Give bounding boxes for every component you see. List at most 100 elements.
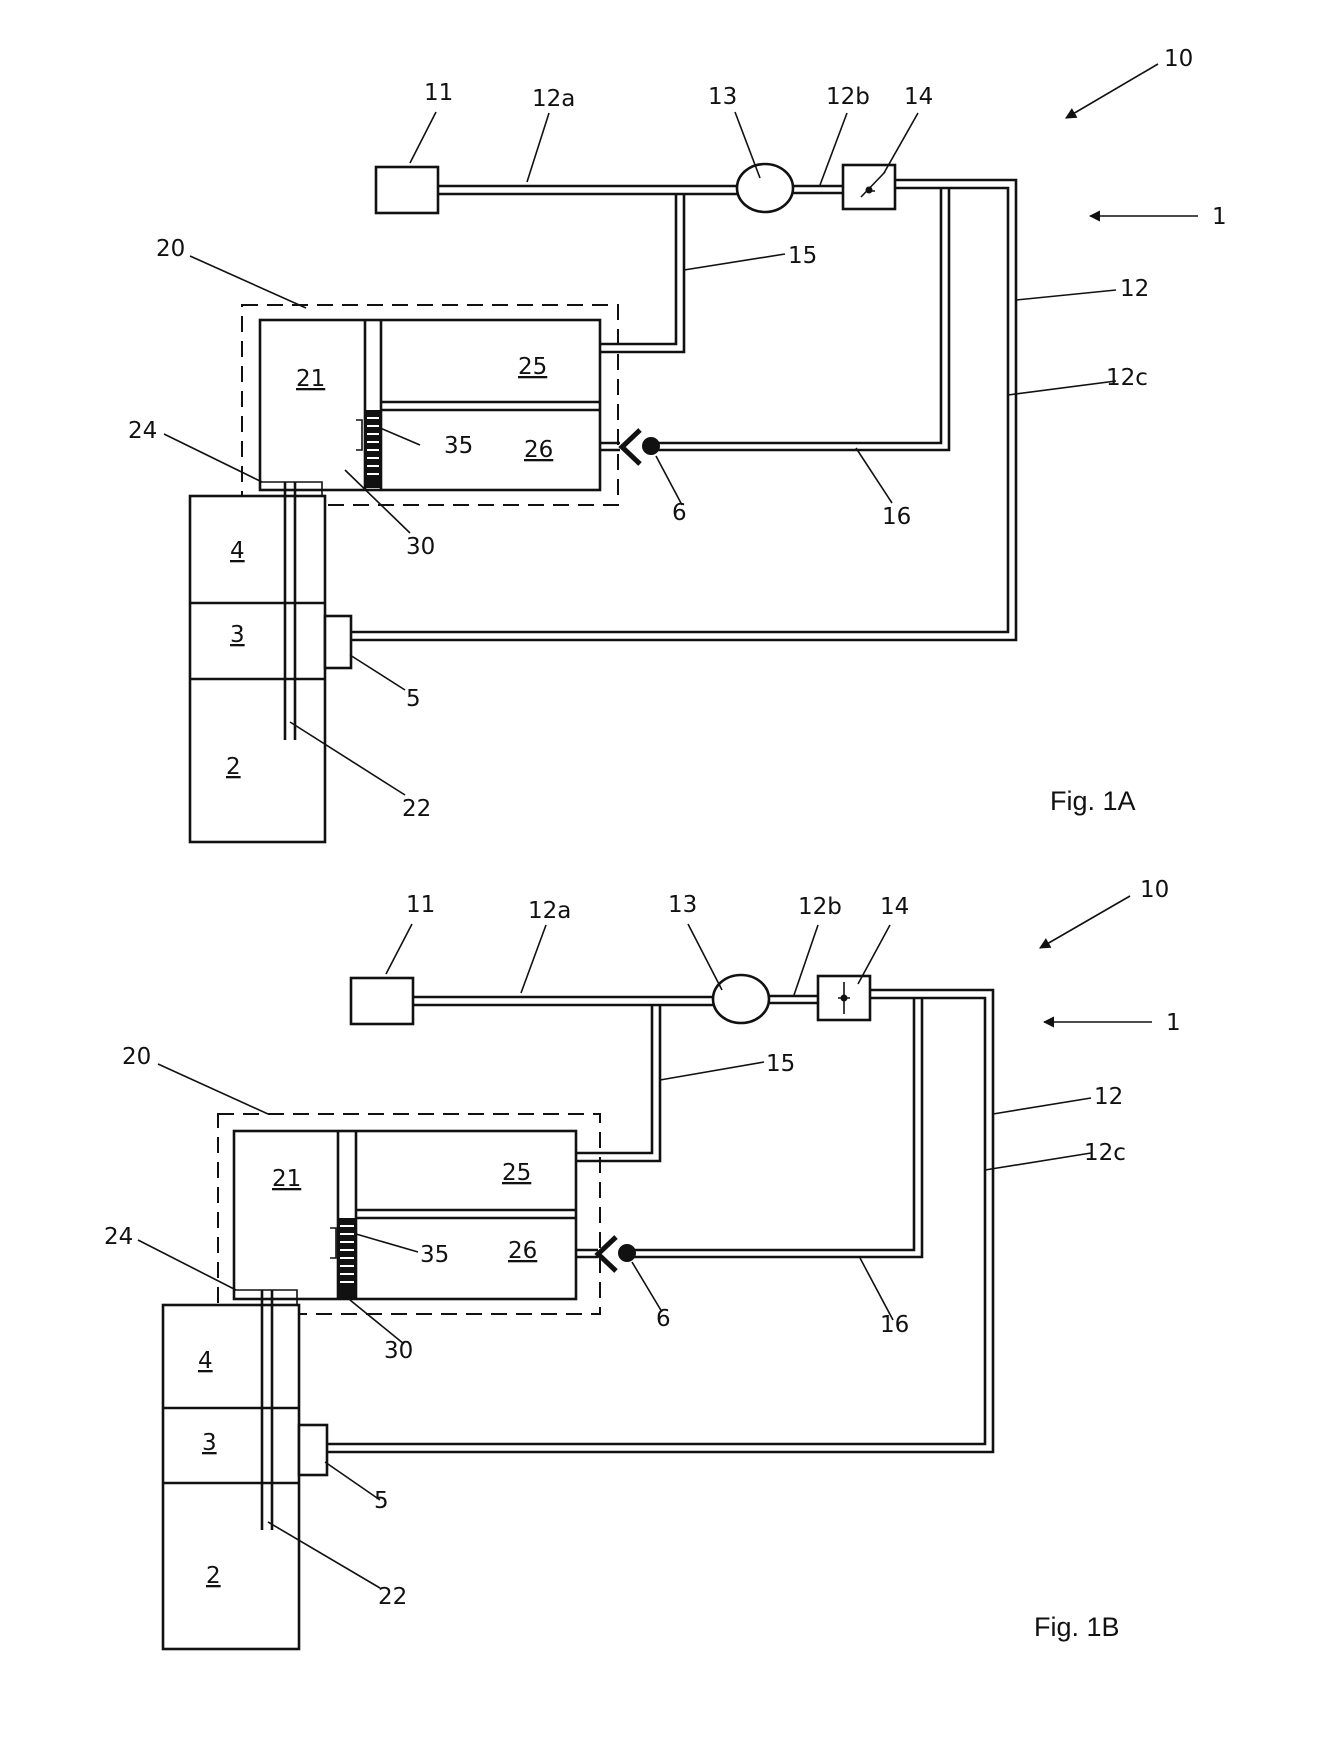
label-1: 1	[1212, 204, 1227, 230]
leader-11	[410, 112, 436, 163]
leader-12	[993, 1098, 1091, 1114]
label-24: 24	[104, 1224, 133, 1250]
line-12b	[769, 996, 818, 1003]
leader-11	[386, 924, 412, 974]
label-25: 25	[518, 354, 547, 380]
leader-6	[632, 1262, 662, 1312]
label-12: 12	[1094, 1084, 1123, 1110]
leader-5	[325, 1462, 380, 1500]
leader-15	[660, 1062, 764, 1080]
label-22: 22	[402, 796, 431, 822]
leader-14	[858, 925, 890, 984]
leader-16	[856, 448, 892, 503]
label-10: 10	[1140, 877, 1169, 903]
label-6: 6	[656, 1306, 671, 1332]
label-22: 22	[378, 1584, 407, 1610]
arrow-10	[1040, 896, 1130, 948]
caption-fig-1b: Fig. 1B	[1034, 1612, 1120, 1642]
label-2: 2	[206, 1563, 221, 1589]
label-12c: 12c	[1084, 1140, 1126, 1166]
label-25: 25	[502, 1160, 531, 1186]
line-12a	[413, 997, 715, 1005]
label-15: 15	[766, 1051, 795, 1077]
line-15-inner	[599, 194, 684, 352]
label-24: 24	[128, 418, 157, 444]
label-30: 30	[384, 1338, 413, 1364]
line-12a	[438, 186, 740, 194]
label-26: 26	[508, 1238, 537, 1264]
line-26-outlet	[576, 1250, 598, 1257]
line-12b	[793, 186, 843, 193]
figure-1a: 10 11 12a 13 12b 14 1 20 15 12 12c 21 25…	[128, 46, 1227, 842]
label-12: 12	[1120, 276, 1149, 302]
arrow-10	[1066, 64, 1158, 118]
leader-6	[656, 456, 682, 505]
leader-24	[138, 1240, 236, 1290]
line-15-outer	[575, 1005, 652, 1153]
label-12a: 12a	[532, 86, 575, 112]
label-16: 16	[880, 1312, 909, 1338]
label-4: 4	[198, 1348, 213, 1374]
label-3: 3	[202, 1430, 217, 1456]
label-35: 35	[420, 1242, 449, 1268]
check-valve-6-ball	[642, 437, 660, 455]
check-valve-6-ball	[618, 1244, 636, 1262]
line-26-outlet	[600, 443, 620, 450]
label-35: 35	[444, 433, 473, 459]
line-16-outer	[650, 188, 941, 443]
leader-12c	[1008, 381, 1116, 395]
label-14: 14	[904, 84, 933, 110]
label-16: 16	[882, 504, 911, 530]
label-13: 13	[708, 84, 737, 110]
label-3: 3	[230, 622, 245, 648]
leader-20	[190, 256, 306, 308]
leader-20	[158, 1064, 268, 1114]
label-11: 11	[424, 80, 453, 106]
chamber-housing	[260, 320, 600, 490]
leader-12b	[794, 925, 818, 995]
leader-12	[1016, 290, 1116, 300]
line-15-outer	[599, 194, 676, 344]
label-21: 21	[296, 366, 325, 392]
tank-housing	[163, 1305, 299, 1649]
leader-5	[350, 655, 405, 690]
label-14: 14	[880, 894, 909, 920]
component-13-pump	[713, 975, 769, 1023]
label-11: 11	[406, 892, 435, 918]
leader-12c	[985, 1153, 1091, 1170]
line-16-outer	[628, 998, 914, 1250]
leader-12a	[527, 113, 549, 182]
label-15: 15	[788, 243, 817, 269]
label-6: 6	[672, 500, 687, 526]
label-5: 5	[406, 686, 421, 712]
label-26: 26	[524, 437, 553, 463]
line-16-inner	[628, 998, 922, 1257]
label-12c: 12c	[1106, 365, 1148, 391]
leader-13	[688, 924, 722, 990]
component-5	[325, 616, 351, 668]
leader-24	[164, 434, 262, 482]
label-2: 2	[226, 754, 241, 780]
figure-1b: 10 11 12a 13 12b 14 1 20 15 12 12c 21 25…	[104, 877, 1181, 1649]
label-12b: 12b	[798, 894, 842, 920]
label-30: 30	[406, 534, 435, 560]
leader-16	[860, 1258, 893, 1320]
label-21: 21	[272, 1166, 301, 1192]
label-12b: 12b	[826, 84, 870, 110]
label-10: 10	[1164, 46, 1193, 72]
label-1: 1	[1166, 1010, 1181, 1036]
label-20: 20	[122, 1044, 151, 1070]
component-13-pump	[737, 164, 793, 212]
label-4: 4	[230, 538, 245, 564]
component-5	[299, 1425, 327, 1475]
chamber-housing	[234, 1131, 576, 1299]
caption-fig-1a: Fig. 1A	[1050, 786, 1136, 816]
label-13: 13	[668, 892, 697, 918]
leader-15	[684, 254, 785, 270]
check-valve-6-seat	[622, 430, 640, 464]
tank-housing	[190, 496, 325, 842]
line-15-inner	[575, 1005, 660, 1161]
leader-12a	[521, 925, 546, 993]
label-12a: 12a	[528, 898, 571, 924]
